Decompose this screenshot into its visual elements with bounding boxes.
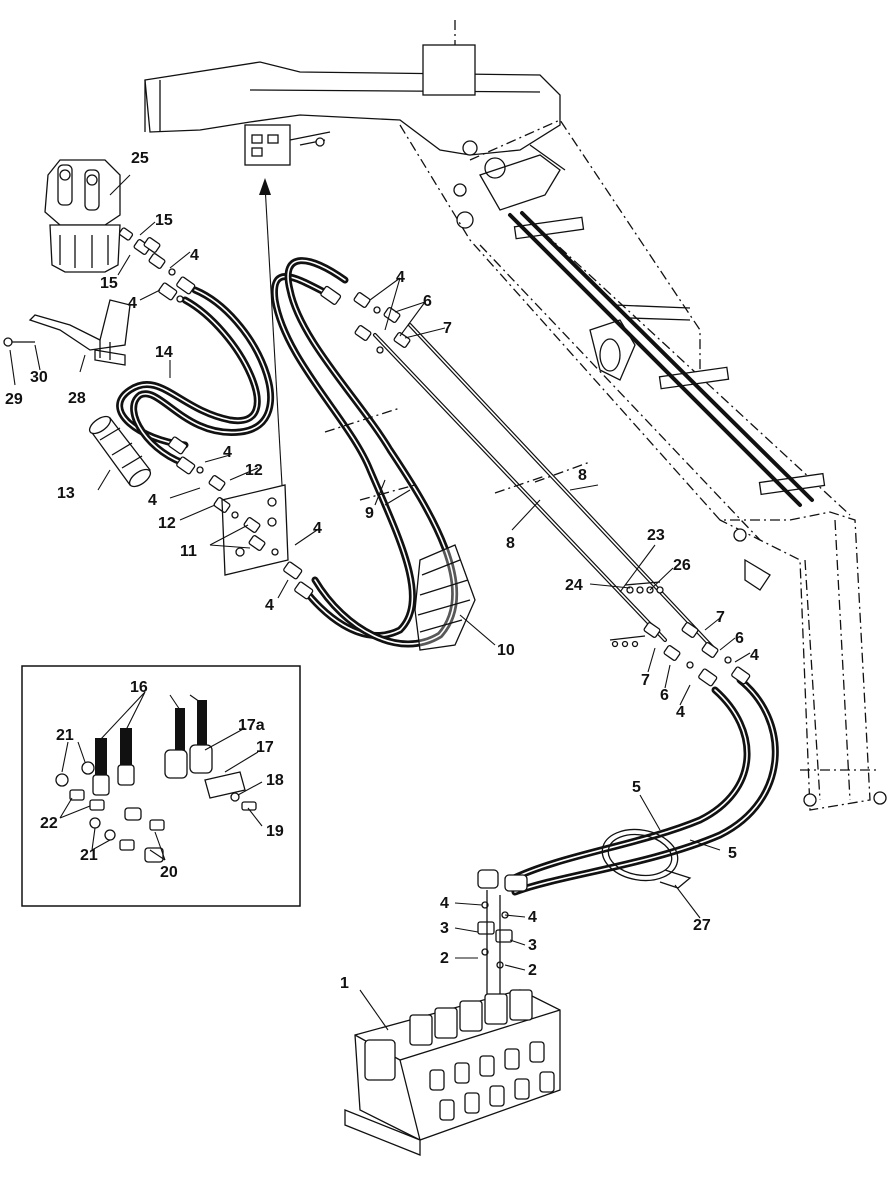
callout-20: 20 <box>160 864 178 881</box>
callout-17: 17 <box>256 739 274 756</box>
callout-1: 1 <box>340 975 349 992</box>
callout-26: 26 <box>673 557 691 574</box>
callout-4: 4 <box>190 247 199 264</box>
callout-25: 25 <box>131 150 149 167</box>
callout-9: 9 <box>365 505 374 522</box>
callout-7: 7 <box>641 672 650 689</box>
callout-15: 15 <box>155 212 173 229</box>
callout-6: 6 <box>735 630 744 647</box>
callout-12: 12 <box>158 515 176 532</box>
callout-4: 4 <box>148 492 157 509</box>
mounting-bracket <box>3 299 131 366</box>
callout-5: 5 <box>632 779 641 796</box>
callout-14: 14 <box>155 344 173 361</box>
callout-3: 3 <box>528 937 537 954</box>
hose-pair-14 <box>116 286 274 469</box>
callout-6: 6 <box>660 687 669 704</box>
callout-7: 7 <box>443 320 452 337</box>
callout-24: 24 <box>565 577 583 594</box>
callout-30: 30 <box>30 369 48 386</box>
callout-2: 2 <box>440 950 449 967</box>
callout-4: 4 <box>396 269 405 286</box>
rotator <box>44 159 121 273</box>
callout-4: 4 <box>128 295 137 312</box>
valve-sections <box>409 989 555 1121</box>
callout-7: 7 <box>716 609 725 626</box>
boom-valve-block <box>244 124 291 166</box>
control-valve <box>344 989 561 1156</box>
callout-4: 4 <box>313 520 322 537</box>
break-marks <box>324 407 591 501</box>
callout-22: 22 <box>40 815 58 832</box>
callout-4: 4 <box>750 647 759 664</box>
hose-strap <box>601 828 692 889</box>
callout-19: 19 <box>266 823 284 840</box>
callout-18: 18 <box>266 772 284 789</box>
callout-12: 12 <box>245 462 263 479</box>
callout-4: 4 <box>528 909 537 926</box>
callout-3: 3 <box>440 920 449 937</box>
callout-4: 4 <box>223 444 232 461</box>
arrow-to-boom-valve <box>259 178 283 486</box>
callout-8: 8 <box>506 535 515 552</box>
mounting-plate <box>221 484 289 576</box>
callout-21: 21 <box>56 727 74 744</box>
callout-29: 29 <box>5 391 23 408</box>
leader-lines <box>9 174 751 1031</box>
callout-6: 6 <box>423 293 432 310</box>
hose-protector <box>88 415 152 488</box>
callout-4: 4 <box>265 597 274 614</box>
callout-8: 8 <box>578 467 587 484</box>
boom-assembly <box>144 20 887 811</box>
callout-17a: 17a <box>238 717 265 734</box>
hose-pair-9 <box>270 257 459 648</box>
hose-pair-5 <box>506 676 779 896</box>
callout-23: 23 <box>647 527 665 544</box>
callout-2: 2 <box>528 962 537 979</box>
callout-11: 11 <box>180 543 197 560</box>
tube-pair-8 <box>373 323 717 652</box>
callout-21: 21 <box>80 847 98 864</box>
protective-sleeve <box>414 544 476 651</box>
callout-labels: 1 2 2 3 3 4 4 4 4 4 4 4 4 4 4 4 5 5 6 6 … <box>5 150 759 992</box>
callout-16: 16 <box>130 679 148 696</box>
callout-4: 4 <box>676 704 685 721</box>
callout-15: 15 <box>100 275 118 292</box>
callout-5: 5 <box>728 845 737 862</box>
callout-28: 28 <box>68 390 86 407</box>
callout-27: 27 <box>693 917 711 934</box>
callout-13: 13 <box>57 485 75 502</box>
callout-10: 10 <box>497 642 515 659</box>
fittings <box>118 227 751 1000</box>
callout-4: 4 <box>440 895 449 912</box>
